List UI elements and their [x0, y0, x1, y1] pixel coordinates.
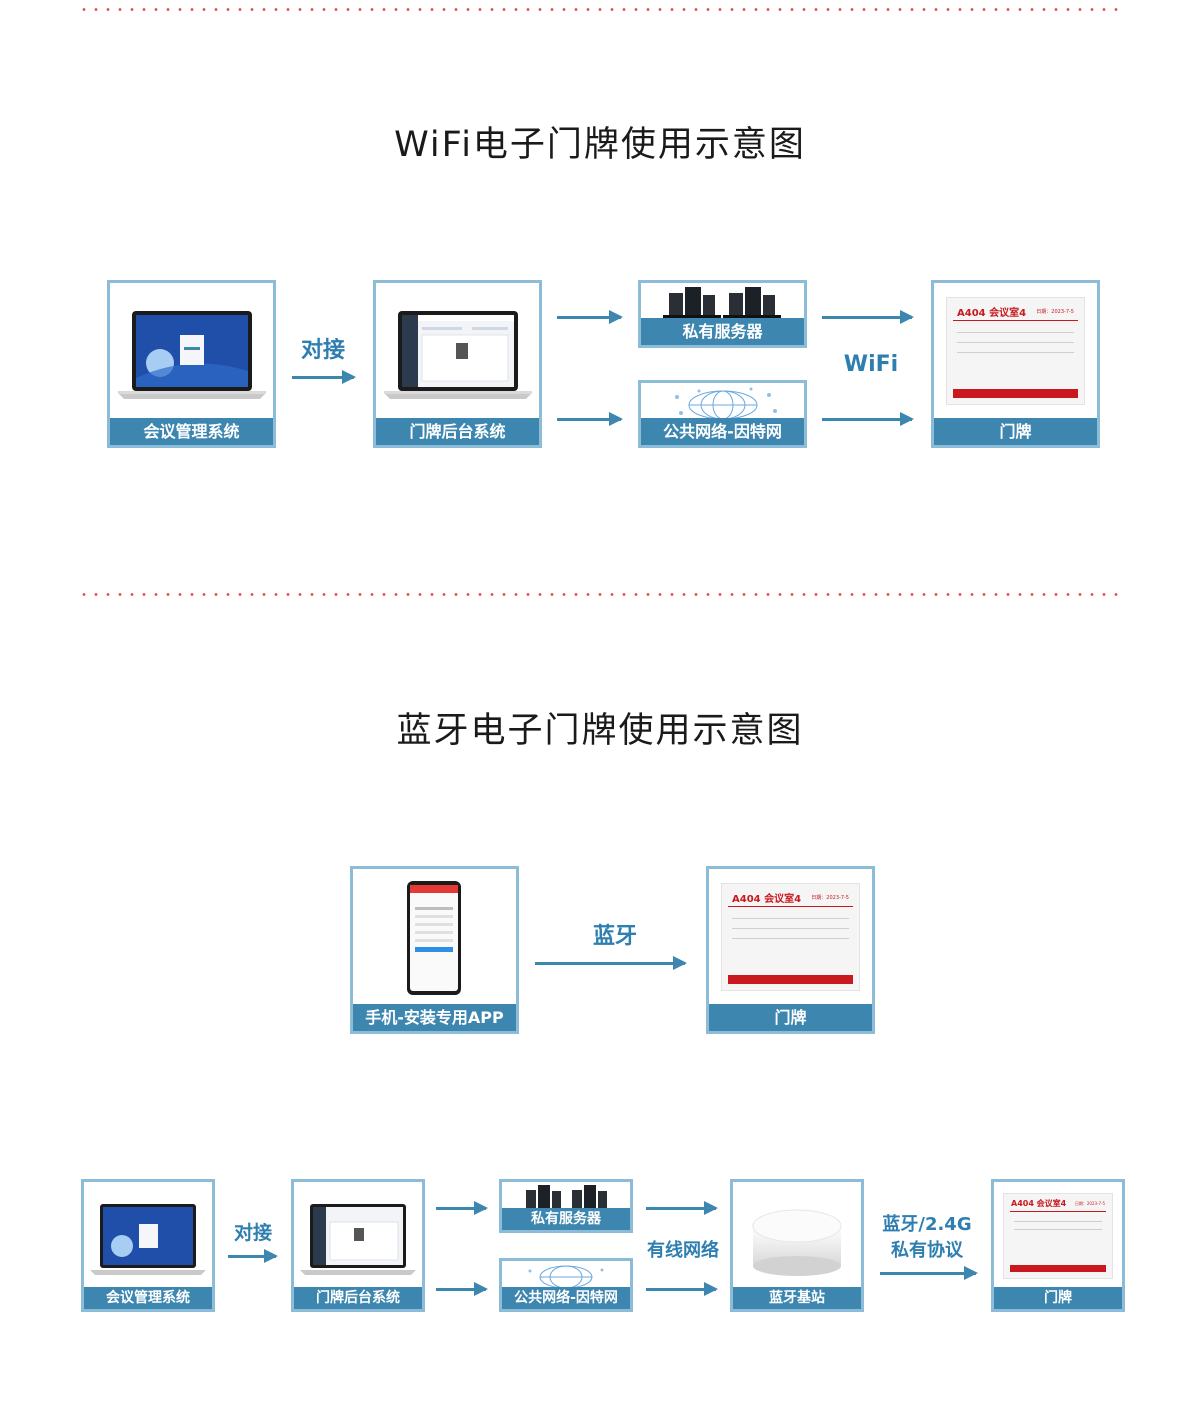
label-wifi: WiFi [843, 352, 899, 377]
doorplate-sign-illustration: A404 会议室4 日期：2023-7-5 [721, 883, 860, 991]
doorplate-row-line [957, 332, 1074, 333]
arrow-internet-to-doorplate [822, 412, 914, 426]
doorplate-footer-bar [953, 389, 1078, 398]
arrow-base-to-doorplate [880, 1266, 978, 1280]
arrow-backend-to-internet-2 [436, 1282, 488, 1296]
node-backend-system: 门牌后台系统 [373, 280, 542, 448]
node-bluetooth-base: 蓝牙基站 [730, 1179, 864, 1312]
doorplate-date: 日期：2023-7-5 [1036, 309, 1074, 315]
base-station-illustration [752, 1209, 842, 1276]
globe-network-icon [675, 387, 777, 420]
node-public-internet-2: 公共网络-因特网 [499, 1258, 633, 1312]
arrow-backend-to-internet [557, 412, 623, 426]
label-protocol-line1: 蓝牙/2.4G [882, 1214, 972, 1235]
doorplate-footer-bar [728, 975, 853, 984]
arrow-backend-to-server [557, 310, 623, 324]
node-doorplate: A404 会议室4 日期：2023-7-5 门牌 [931, 280, 1100, 448]
caption-private-server-2: 私有服务器 [502, 1208, 630, 1230]
caption-phone-app: 手机-安装专用APP [353, 1004, 516, 1031]
label-wired-network: 有线网络 [647, 1240, 719, 1261]
doorplate-row-line [1014, 1229, 1102, 1230]
divider-dotted-middle [78, 593, 1126, 596]
doorplate-room-name: A404 会议室4 [957, 308, 1027, 319]
doorplate-sign-illustration: A404 会议室4 日期：2023-7-5 [1003, 1193, 1113, 1279]
node-public-internet: 公共网络-因特网 [638, 380, 807, 448]
doorplate-date: 日期：2023-7-5 [811, 895, 849, 901]
node-meeting-system-2: 会议管理系统 [81, 1179, 215, 1312]
arrow-internet-to-base [646, 1282, 718, 1296]
doorplate-footer-bar [1010, 1265, 1106, 1272]
section2-title: 蓝牙电子门牌使用示意图 [396, 711, 804, 751]
arrow-phone-to-doorplate [535, 956, 687, 970]
server-icon [663, 287, 781, 319]
caption-private-server: 私有服务器 [641, 318, 804, 345]
doorplate-row-line [732, 918, 849, 919]
doorplate-row-line [732, 928, 849, 929]
label-protocol-line2: 私有协议 [891, 1240, 963, 1261]
doorplate-header-rule [728, 906, 853, 907]
node-private-server: 私有服务器 [638, 280, 807, 348]
doorplate-sign-illustration: A404 会议室4 日期：2023-7-5 [946, 297, 1085, 405]
caption-meeting-system-2: 会议管理系统 [84, 1287, 212, 1309]
doorplate-row-line [957, 352, 1074, 353]
caption-backend-system: 门牌后台系统 [376, 418, 539, 445]
smartphone-illustration [407, 881, 461, 995]
doorplate-row-line [957, 342, 1074, 343]
laptop-illustration [118, 311, 266, 399]
arrow-meeting-to-backend-2 [228, 1249, 278, 1263]
caption-meeting-system: 会议管理系统 [110, 418, 273, 445]
node-backend-system-2: 门牌后台系统 [291, 1179, 425, 1312]
doorplate-header-rule [1010, 1211, 1106, 1212]
doorplate-room-name: A404 会议室4 [732, 894, 802, 905]
caption-doorplate-2: 门牌 [994, 1287, 1122, 1309]
arrow-server-to-base [646, 1201, 718, 1215]
arrow-backend-to-server-2 [436, 1201, 488, 1215]
caption-backend-system-2: 门牌后台系统 [294, 1287, 422, 1309]
server-icon [526, 1185, 607, 1208]
label-dock: 对接 [300, 338, 345, 363]
node-doorplate-2: A404 会议室4 日期：2023-7-5 门牌 [991, 1179, 1125, 1312]
arrow-meeting-to-backend [292, 370, 356, 384]
caption-doorplate: 门牌 [934, 418, 1097, 445]
laptop-backend-illustration [384, 311, 532, 399]
node-doorplate-bluetooth: A404 会议室4 日期：2023-7-5 门牌 [706, 866, 875, 1034]
doorplate-date: 日期：2023-7-5 [1074, 1201, 1105, 1206]
doorplate-header-rule [953, 320, 1078, 321]
arrow-server-to-doorplate [822, 310, 914, 324]
node-phone-app: 手机-安装专用APP [350, 866, 519, 1034]
label-dock-2: 对接 [233, 1222, 272, 1244]
doorplate-row-line [732, 938, 849, 939]
doorplate-room-name: A404 会议室4 [1011, 1199, 1067, 1208]
caption-doorplate-bluetooth: 门牌 [709, 1004, 872, 1031]
caption-public-internet: 公共网络-因特网 [641, 418, 804, 445]
node-meeting-system: 会议管理系统 [107, 280, 276, 448]
divider-dotted-top [78, 8, 1126, 11]
node-private-server-2: 私有服务器 [499, 1179, 633, 1233]
section1-title: WiFi电子门牌使用示意图 [394, 125, 806, 165]
caption-bluetooth-base: 蓝牙基站 [733, 1287, 861, 1309]
doorplate-row-line [1014, 1221, 1102, 1222]
caption-public-internet-2: 公共网络-因特网 [502, 1287, 630, 1309]
label-bluetooth: 蓝牙 [592, 924, 637, 949]
laptop-backend-illustration [300, 1204, 416, 1275]
laptop-illustration [90, 1204, 206, 1275]
